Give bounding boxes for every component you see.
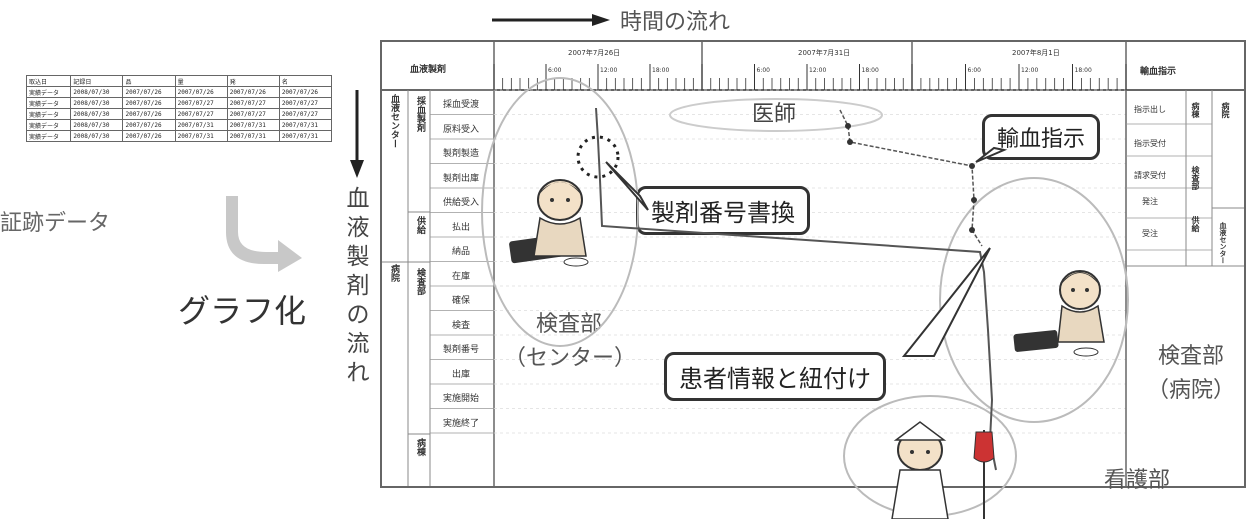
row-label: 払出 [451, 222, 470, 233]
subgroup-lab: 検査部 [415, 268, 425, 295]
flow-down-arrow-icon [350, 90, 364, 178]
row-label: 製剤番号 [442, 345, 479, 355]
subgroup-collection: 採血製剤 [415, 96, 425, 132]
lab-center-label: 検査部 （センター） [504, 308, 637, 376]
hour-label: 12:00 [809, 67, 826, 74]
blood-flow-vertical-label: 血液製剤の流れ [340, 185, 376, 388]
right-group-supply: 供給 [1191, 216, 1200, 232]
doctor-label: 医師 [752, 102, 797, 127]
transfusion-order-callout: 輸血指示 [982, 114, 1101, 160]
date-label-2: 2007年7月31日 [798, 49, 851, 57]
evidence-cell: 2007/07/31 [174, 130, 228, 142]
subgroup-ward: 病棟 [415, 438, 425, 456]
lab-hospital-line1: 検査部 [1157, 344, 1224, 369]
blood-flow-char: 製 [346, 244, 370, 270]
row-label: 原料受入 [442, 124, 479, 135]
hour-label: 6:00 [757, 67, 771, 74]
right-far-hospital: 病院 [1221, 102, 1230, 118]
lab-center-line2: （センター） [504, 346, 637, 371]
product-number-tail [605, 161, 649, 211]
subgroup-supply: 供給 [415, 216, 425, 234]
hour-label: 12:00 [600, 67, 617, 74]
hour-label: 12:00 [1021, 67, 1038, 74]
center-lab-ellipse [481, 77, 639, 347]
right-row-accept: 指示受付 [1134, 139, 1166, 148]
evidence-cell: 2007/07/31 [226, 130, 280, 142]
row-label: 実施開始 [442, 394, 479, 404]
right-row-order-place: 発注 [1142, 197, 1158, 206]
group-hospital: 病院 [389, 264, 399, 282]
row-label: 納品 [451, 247, 470, 257]
order-trace-line [839, 109, 983, 247]
row-label: 出庫 [451, 369, 470, 380]
doctor-ellipse [669, 98, 883, 132]
hospital-lab-person-icon [1013, 270, 1105, 357]
nursing-label: 看護部 [1104, 468, 1171, 493]
blood-flow-char: 剤 [346, 273, 370, 299]
row-label: 供給受入 [442, 198, 479, 208]
curved-arrow-icon [226, 196, 302, 272]
right-group-lab: 検査部 [1191, 166, 1200, 190]
nurse-person-icon [891, 421, 995, 519]
blood-flow-char: 流 [346, 331, 370, 357]
right-far-center: 血液センター [1219, 222, 1227, 264]
hour-label: 18:00 [652, 67, 669, 74]
right-row-order: 指示出し [1134, 105, 1166, 114]
timeline-chart: 6:00 12:00 18:00 6:00 12:00 18:00 6:00 12:00 18:… [380, 40, 1246, 488]
evidence-cell: 実績データ [25, 108, 72, 120]
center-lab-person-icon [509, 179, 589, 267]
lab-center-line1: 検査部 [535, 312, 602, 337]
right-group-ward: 病棟 [1191, 102, 1200, 118]
evidence-data-label: 証跡データ [0, 211, 111, 236]
left-header: 血液製剤 [410, 65, 447, 75]
hour-label: 18:00 [862, 67, 879, 74]
group-blood-center: 血液センター [389, 94, 399, 148]
row-label: 採血受渡 [442, 100, 479, 110]
date-label-1: 2007年7月26日 [568, 49, 621, 57]
hour-label: 6:00 [968, 67, 982, 74]
row-label: 検査 [451, 320, 470, 331]
lab-hospital-line2: （病院） [1146, 378, 1235, 403]
row-label: 製剤出庫 [442, 173, 479, 184]
date-label-3: 2007年8月1日 [1012, 49, 1060, 57]
row-label: 製剤製造 [442, 149, 479, 159]
blood-flow-char: 血 [346, 186, 370, 212]
time-flow-label: 時間の流れ [620, 10, 731, 35]
process-trace-line [595, 107, 997, 471]
hospital-lab-ellipse [939, 177, 1129, 423]
evidence-cell: 2007/07/31 [278, 130, 333, 142]
right-row-request: 請求受付 [1134, 171, 1166, 180]
patient-link-tail [901, 247, 991, 357]
row-label: 実施終了 [442, 418, 479, 429]
patient-link-callout: 患者情報と紐付け [664, 352, 886, 401]
transfusion-order-tail [975, 146, 1008, 163]
evidence-cell: 実績データ [25, 130, 72, 142]
time-arrow-icon [492, 14, 610, 26]
row-label: 在庫 [451, 271, 470, 282]
row-label: 確保 [451, 296, 470, 306]
blood-flow-char: れ [346, 360, 370, 386]
blood-flow-char: の [346, 302, 370, 328]
graph-label: グラフ化 [178, 292, 307, 330]
right-row-receive: 受注 [1142, 229, 1158, 238]
blood-flow-char: 液 [346, 215, 370, 241]
right-header: 輸血指示 [1140, 67, 1177, 77]
lab-hospital-label: 検査部 （病院） [1136, 340, 1246, 408]
evidence-cell: 2007/07/26 [278, 86, 333, 98]
hour-label: 6:00 [548, 67, 562, 74]
hour-label: 18:00 [1075, 67, 1092, 74]
product-number-marker [576, 135, 620, 179]
